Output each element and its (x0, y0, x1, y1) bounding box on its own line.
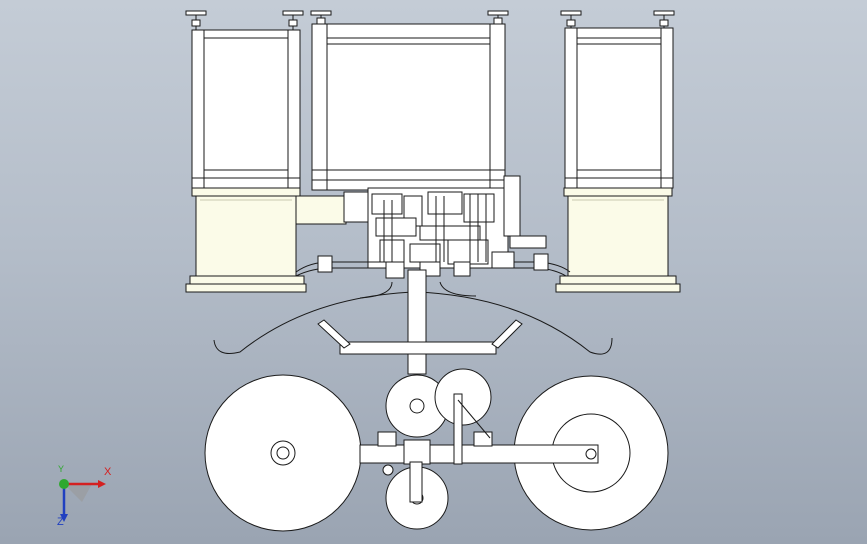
x-axis-label: X (104, 466, 112, 478)
z-axis-label: Z (57, 516, 64, 528)
right-roller (555, 187, 681, 293)
center-frame (311, 23, 506, 191)
left-frame (191, 29, 301, 189)
motor (295, 191, 369, 225)
left-roller (185, 187, 307, 293)
right-frame (564, 27, 674, 189)
leveling-feet (185, 10, 675, 30)
crossbar (359, 393, 599, 503)
y-axis-label: Y (58, 464, 65, 474)
coordinate-triad: X Y Z (44, 462, 124, 532)
mechanism-block (367, 175, 547, 279)
bracket (317, 319, 523, 355)
coordinate-triad-icon (59, 479, 106, 522)
hoses (295, 253, 571, 299)
center-post (407, 269, 427, 375)
left-wheel (204, 374, 362, 532)
pulleys (385, 368, 492, 530)
